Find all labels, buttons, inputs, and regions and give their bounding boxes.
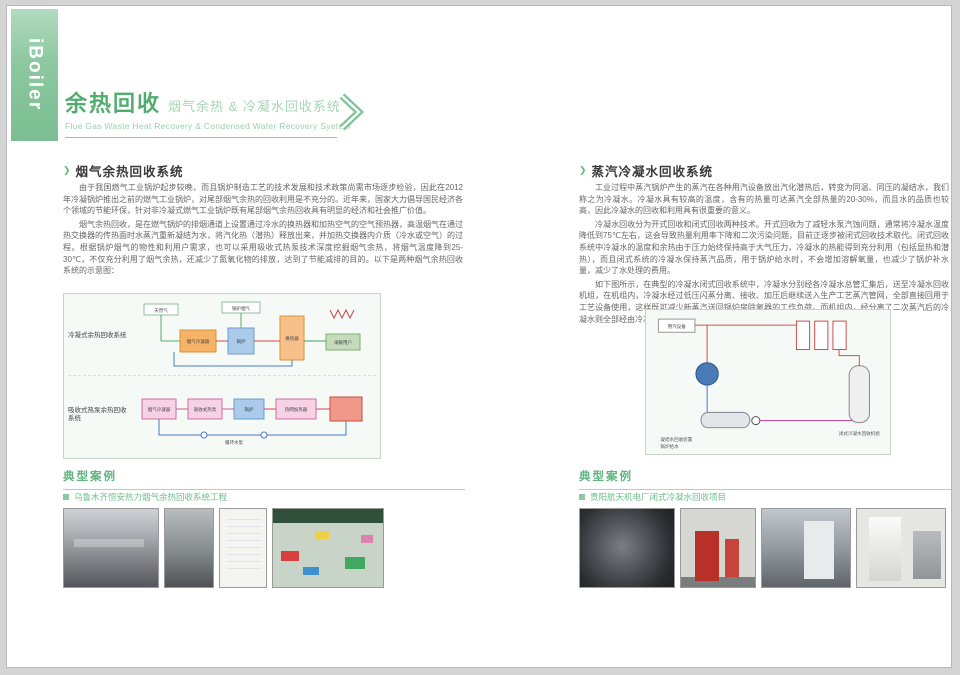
right-section-title: 蒸汽冷凝水回收系统	[591, 165, 714, 179]
case-photo-white-tank-cabinet	[856, 508, 946, 588]
left-case-photos	[63, 508, 384, 588]
diagram-text: 锅炉烟气	[232, 305, 250, 312]
case-photo-boiler-room	[579, 508, 675, 588]
section-arrow-icon: ❯	[63, 165, 71, 175]
left-case-caption: 乌鲁木齐恒安热力烟气余热回收系统工程	[63, 491, 227, 503]
condensate-recovery-diagram-panel: 用汽设备 闭式冷凝水回收机组 凝结水回收装置 锅炉给水	[645, 309, 891, 455]
cases-title: 典型案例	[579, 471, 633, 483]
paragraph: 工业过程中蒸汽锅炉产生的蒸汽在各种用汽设备放出汽化潜热后，转变为同温、同压的凝结…	[579, 183, 949, 216]
diagram-text: 用汽设备	[668, 323, 687, 330]
section-arrow-icon: ❯	[579, 165, 587, 175]
right-paragraphs: 工业过程中蒸汽锅炉产生的蒸汽在各种用汽设备放出汽化潜热后，转变为同温、同压的凝结…	[579, 182, 949, 324]
page-subtitle: 烟气余热 & 冷凝水回收系统	[168, 99, 341, 114]
diagram-text: 换热器	[285, 335, 299, 342]
condensing-recovery-diagram: 天然气 锅炉烟气 烟气冷凝器 锅炉 换热器 采暖用户	[143, 301, 361, 367]
diagram-text: 锅炉	[237, 338, 246, 345]
case-photo-document	[219, 508, 267, 588]
left-section-title: 烟气余热回收系统	[75, 165, 184, 179]
case-photo-control-screen	[272, 508, 384, 588]
right-section-heading: ❯ 蒸汽冷凝水回收系统	[579, 161, 713, 180]
case-photo-recovery-tank	[761, 508, 851, 588]
bullet-square-icon	[579, 494, 585, 500]
condensate-recovery-diagram: 用汽设备 闭式冷凝水回收机组 凝结水回收装置 锅炉给水	[657, 318, 880, 450]
brand-bar: iBoiler	[11, 9, 58, 141]
diagram-text: 采暖用户	[334, 339, 352, 346]
diagram-label: 吸收式热泵余热回收系统	[68, 406, 127, 422]
diagram-text: 闭式冷凝水回收机组	[839, 430, 880, 437]
right-case-photos	[579, 508, 946, 588]
condensing-recovery-diagram-row: 冷凝式余热回收系统 天然气 锅炉烟气 烟气冷凝器 锅炉 换热器	[68, 297, 376, 375]
flue-gas-diagram-panel: 冷凝式余热回收系统 天然气 锅炉烟气 烟气冷凝器 锅炉 换热器	[63, 293, 381, 459]
cases-title: 典型案例	[63, 471, 117, 483]
case-photo-building	[63, 508, 159, 588]
brochure-page: iBoiler 余热回收 烟气余热 & 冷凝水回收系统 Flue Gas Was…	[6, 5, 952, 668]
right-column: ❯ 蒸汽冷凝水回收系统 工业过程中蒸汽锅炉产生的蒸汽在各种用汽设备放出汽化潜热后…	[579, 161, 951, 621]
diagram-text: 循环水泵	[225, 439, 243, 446]
left-section-heading: ❯ 烟气余热回收系统	[63, 161, 184, 180]
diagram-text: 锅炉	[245, 406, 254, 413]
case-photo-red-pump-unit	[680, 508, 756, 588]
page-title: 余热回收	[65, 91, 162, 116]
diagram-text: 烟气冷凝器	[148, 406, 171, 413]
paragraph: 由于我国燃气工业锅炉起步较晚，而且锅炉制造工艺的技术发展和技术政策尚需市场逐步检…	[63, 183, 463, 216]
paragraph: 烟气余热回收，是在燃气锅炉的排烟通道上设置通过冷水的换热器和加热空气的空气预热器…	[63, 219, 463, 276]
page-subtitle-en: Flue Gas Waste Heat Recovery & Condensed…	[65, 121, 351, 131]
diagram-text: 热网加热器	[285, 406, 308, 413]
case-caption-text: 乌鲁木齐恒安热力烟气余热回收系统工程	[74, 492, 228, 502]
paragraph: 冷凝水回收分为开式回收和闭式回收两种技术。开式回收为了减轻水泵汽蚀问题，通常将冷…	[579, 219, 949, 276]
diagram-text: 烟气冷凝器	[187, 338, 210, 345]
right-case-caption: 贵阳航天机电厂闭式冷凝水回收项目	[579, 491, 726, 503]
diagram-text: 吸收式热泵	[194, 406, 217, 413]
diagram-label: 冷凝式余热回收系统	[68, 331, 127, 339]
absorption-heatpump-diagram-row: 吸收式热泵余热回收系统 烟气冷凝器 吸收式热泵 锅炉 热网加热器	[68, 375, 376, 454]
absorption-heatpump-diagram: 烟气冷凝器 吸收式热泵 锅炉 热网加热器 循环水泵	[141, 396, 363, 446]
left-paragraphs: 由于我国燃气工业锅炉起步较晚，而且锅炉制造工艺的技术发展和技术政策尚需市场逐步检…	[63, 182, 463, 290]
case-photo-equipment	[164, 508, 214, 588]
left-column: ❯ 烟气余热回收系统 由于我国燃气工业锅炉起步较晚，而且锅炉制造工艺的技术发展和…	[63, 161, 465, 621]
diagram-text: 锅炉给水	[660, 443, 679, 450]
right-cases-heading: 典型案例	[579, 467, 951, 490]
diagram-text: 凝结水回收装置	[660, 436, 692, 443]
chevron-right-icon	[339, 93, 365, 131]
bullet-square-icon	[63, 494, 69, 500]
header-underline	[65, 137, 337, 138]
case-caption-text: 贵阳航天机电厂闭式冷凝水回收项目	[590, 492, 727, 502]
diagram-text: 天然气	[154, 307, 168, 314]
page-header: 余热回收 烟气余热 & 冷凝水回收系统 Flue Gas Waste Heat …	[65, 86, 405, 138]
left-cases-heading: 典型案例	[63, 467, 465, 490]
brand-logo-text: iBoiler	[24, 38, 46, 112]
